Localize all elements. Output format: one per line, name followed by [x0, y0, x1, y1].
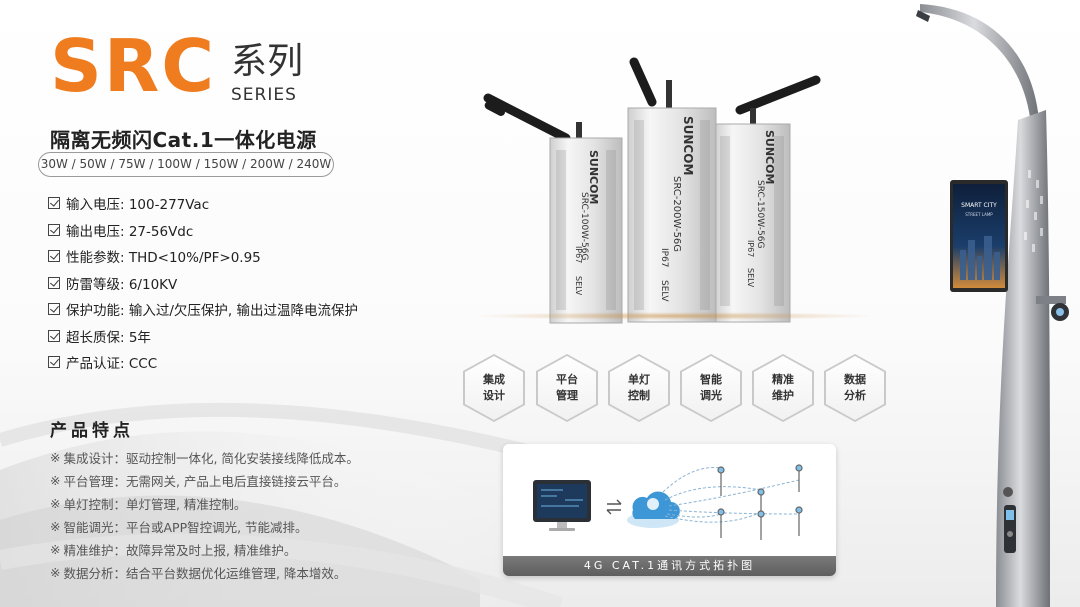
hex-badge-single-lamp-control: 单灯控制	[608, 354, 670, 422]
smart-street-light: SMART CITY STREET LAMP	[916, 4, 1069, 607]
spec-item: 产品认证: CCC	[48, 349, 358, 376]
hex-badge-smart-dimming: 智能调光	[680, 354, 742, 422]
spec-list: 输入电压: 100-277Vac 输出电压: 27-56Vdc 性能参数: TH…	[48, 190, 358, 376]
spec-item: 输出电压: 27-56Vdc	[48, 217, 358, 244]
street-lamp-icon	[717, 464, 803, 540]
feature-text: 单灯控制：单灯管理, 精准控制。	[63, 497, 247, 512]
feature-text: 精准维护：故障异常及时上报, 精准维护。	[63, 543, 297, 558]
feature-text: 集成设计：驱动控制一体化, 简化安装接线降低成本。	[63, 451, 359, 466]
hex-label-line: 设计	[483, 389, 505, 402]
feature-list: ※集成设计：驱动控制一体化, 简化安装接线降低成本。 ※平台管理：无需网关, 产…	[50, 446, 359, 584]
feature-item: ※智能调光：平台或APP智控调光, 节能减排。	[50, 515, 359, 538]
hex-label-line: 集成	[483, 373, 505, 387]
product-model-label: SRC-200W-56G	[671, 176, 682, 252]
monitor-icon	[533, 480, 591, 531]
hex-label-line: 控制	[628, 389, 650, 402]
hex-badge-data-analysis: 数据分析	[824, 354, 886, 422]
product-selv-label: SELV	[659, 280, 669, 302]
topology-diagram: 4G CAT.1通讯方式拓扑图	[503, 444, 836, 576]
reference-mark-icon: ※	[50, 473, 61, 488]
exchange-arrows-icon	[606, 499, 622, 515]
charging-panel	[1004, 505, 1016, 553]
feature-item: ※数据分析：结合平台数据优化运维管理, 降本增效。	[50, 561, 359, 584]
product-ip-label: IP67	[659, 248, 669, 268]
hex-label-line: 智能	[700, 373, 722, 387]
hex-label-line: 维护	[772, 389, 794, 402]
hex-label-line: 分析	[844, 389, 866, 402]
feature-item: ※精准维护：故障异常及时上报, 精准维护。	[50, 538, 359, 561]
reference-mark-icon: ※	[50, 519, 61, 534]
topology-caption: 4G CAT.1通讯方式拓扑图	[503, 556, 836, 576]
spec-text: 保护功能: 输入过/欠压保护, 输出过温降电流保护	[66, 303, 358, 320]
spec-text: 输入电压: 100-277Vac	[66, 197, 210, 214]
screen-title: SMART CITY	[961, 202, 997, 209]
checkbox-icon	[48, 276, 60, 289]
reference-mark-icon: ※	[50, 542, 61, 557]
advertising-screen: SMART CITY STREET LAMP	[950, 180, 1008, 292]
hex-label-line: 数据	[844, 373, 866, 387]
hex-badge-integrated-design: 集成设计	[463, 354, 525, 422]
reference-mark-icon: ※	[50, 450, 61, 465]
product-brand-label: SUNCOM	[681, 116, 695, 175]
wattage-options: 30W / 50W / 75W / 100W / 150W / 200W / 2…	[38, 152, 334, 177]
spec-text: 性能参数: THD<10%/PF>0.95	[66, 250, 261, 267]
feature-item: ※集成设计：驱动控制一体化, 简化安装接线降低成本。	[50, 446, 359, 469]
feature-item: ※单灯控制：单灯管理, 精准控制。	[50, 492, 359, 515]
product-unit-200w: SUNCOM SRC-200W-56G IP67 SELV	[627, 57, 717, 323]
product-model-label: SRC-100W-56G	[579, 192, 589, 260]
product-subtitle: 隔离无频闪Cat.1一体化电源	[50, 128, 317, 152]
checkbox-icon	[48, 250, 60, 263]
spec-item: 输入电压: 100-277Vac	[48, 190, 358, 217]
product-selv-label: SELV	[574, 276, 583, 296]
product-unit-100w: SUNCOM SRC-100W-56G IP67 SELV	[483, 93, 623, 324]
features-title: 产品特点	[50, 421, 134, 441]
camera-icon	[1036, 296, 1069, 321]
checkbox-icon	[48, 329, 60, 342]
product-model-label: SRC-150W-56G	[755, 180, 765, 248]
product-image: SUNCOM SRC-100W-56G IP67 SELV SUNCOM SRC…	[483, 57, 821, 324]
reference-mark-icon: ※	[50, 496, 61, 511]
series-label-en: SERIES	[231, 85, 297, 105]
checkbox-icon	[48, 197, 60, 210]
brand-logo-src: SRC	[50, 24, 217, 108]
hex-badge-precise-maintenance: 精准维护	[752, 354, 814, 422]
spec-text: 产品认证: CCC	[66, 356, 158, 373]
feature-text: 平台管理：无需网关, 产品上电后直接链接云平台。	[63, 474, 347, 489]
reference-mark-icon: ※	[50, 565, 61, 580]
hex-label-line: 管理	[556, 389, 578, 402]
hex-label-line: 精准	[772, 373, 794, 387]
spec-item: 性能参数: THD<10%/PF>0.95	[48, 243, 358, 270]
hex-badge-platform-management: 平台管理	[536, 354, 598, 422]
product-ip-label: IP67	[574, 246, 583, 263]
checkbox-icon	[48, 223, 60, 236]
series-label-cn: 系列	[231, 41, 304, 82]
spec-item: 保护功能: 输入过/欠压保护, 输出过温降电流保护	[48, 296, 358, 323]
spec-text: 输出电压: 27-56Vdc	[66, 223, 194, 240]
spec-item: 防雷等级: 6/10KV	[48, 270, 358, 297]
screen-subtitle: STREET LAMP	[965, 212, 993, 217]
feature-text: 智能调光：平台或APP智控调光, 节能减排。	[63, 520, 308, 535]
product-shadow	[470, 312, 880, 320]
product-selv-label: SELV	[746, 268, 755, 288]
spec-text: 防雷等级: 6/10KV	[66, 276, 178, 293]
topology-graphic	[533, 464, 803, 540]
hex-label-line: 单灯	[628, 373, 650, 387]
hex-label-line: 调光	[700, 389, 722, 402]
product-ip-label: IP67	[746, 240, 755, 257]
speaker-icon	[1003, 487, 1013, 497]
feature-item: ※平台管理：无需网关, 产品上电后直接链接云平台。	[50, 469, 359, 492]
checkbox-icon	[48, 356, 60, 369]
product-brand-label: SUNCOM	[763, 130, 776, 184]
spec-text: 超长质保: 5年	[66, 329, 151, 346]
checkbox-icon	[48, 303, 60, 316]
spec-item: 超长质保: 5年	[48, 323, 358, 350]
product-unit-150w: SUNCOM SRC-150W-56G IP67 SELV	[713, 75, 821, 323]
hex-label-line: 平台	[556, 373, 578, 387]
feature-text: 数据分析：结合平台数据优化运维管理, 降本增效。	[63, 566, 347, 581]
product-brand-label: SUNCOM	[587, 150, 600, 204]
